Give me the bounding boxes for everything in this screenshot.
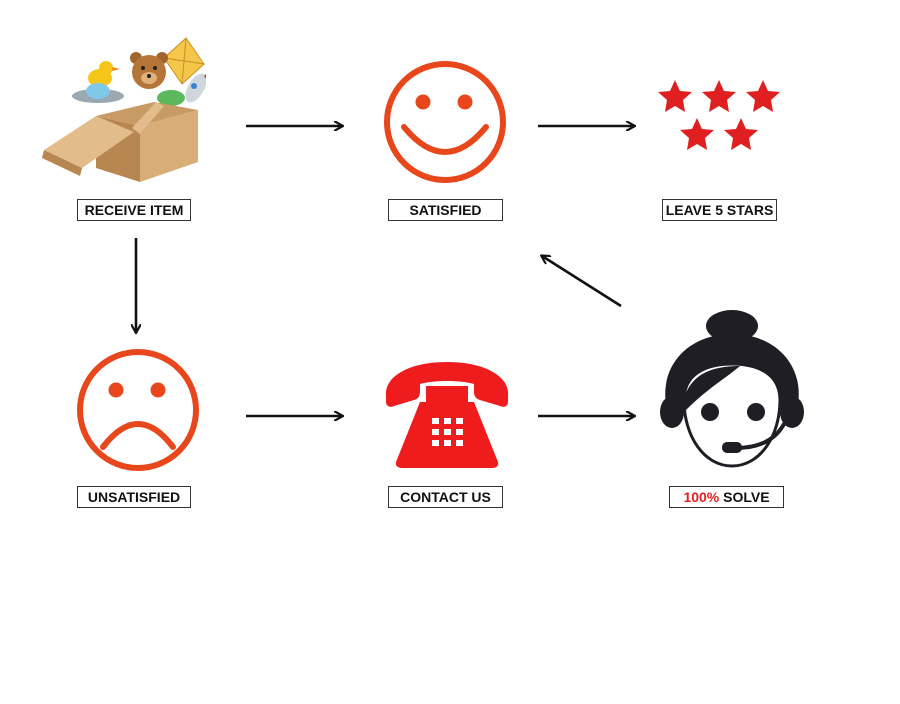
receive-item-label: RECEIVE ITEM — [77, 199, 191, 221]
sad-face-icon — [77, 349, 199, 471]
satisfied-label: SATISFIED — [388, 199, 503, 221]
gift-box-icon — [42, 37, 206, 182]
support-agent-icon — [660, 310, 804, 468]
solve-text: SOLVE — [719, 489, 770, 505]
leave-stars-label: LEAVE 5 STARS — [662, 199, 777, 221]
contact-us-label: CONTACT US — [388, 486, 503, 508]
arrow-solve-to-satisfied — [542, 256, 622, 308]
unsatisfied-label: UNSATISFIED — [77, 486, 191, 508]
solve-label: 100% SOLVE — [669, 486, 784, 508]
telephone-icon — [385, 362, 509, 468]
solve-percent-text: 100% — [683, 489, 720, 505]
five-stars-icon — [658, 80, 780, 150]
smiley-face-icon — [384, 61, 506, 183]
